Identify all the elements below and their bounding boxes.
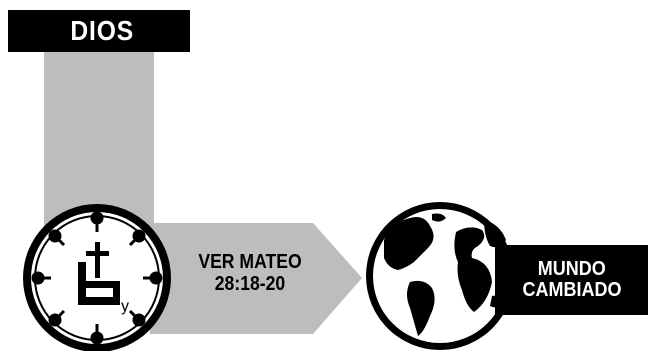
clock-symbol-letter: y [121, 298, 129, 315]
horizontal-arrow [150, 223, 362, 334]
clock-cross-icon: y [23, 204, 171, 351]
source-label-box: DIOS [8, 10, 190, 52]
target-line-1: MUNDO [537, 258, 606, 280]
target-label-box: MUNDO CAMBIADO [495, 245, 648, 315]
globe-icon [366, 202, 514, 350]
reference-line-1: VER MATEO [198, 251, 302, 273]
target-line-2: CAMBIADO [522, 279, 621, 301]
source-label: DIOS [70, 15, 135, 46]
scripture-reference: VER MATEO 28:18-20 [176, 251, 324, 295]
reference-line-2: 28:18-20 [214, 273, 286, 295]
